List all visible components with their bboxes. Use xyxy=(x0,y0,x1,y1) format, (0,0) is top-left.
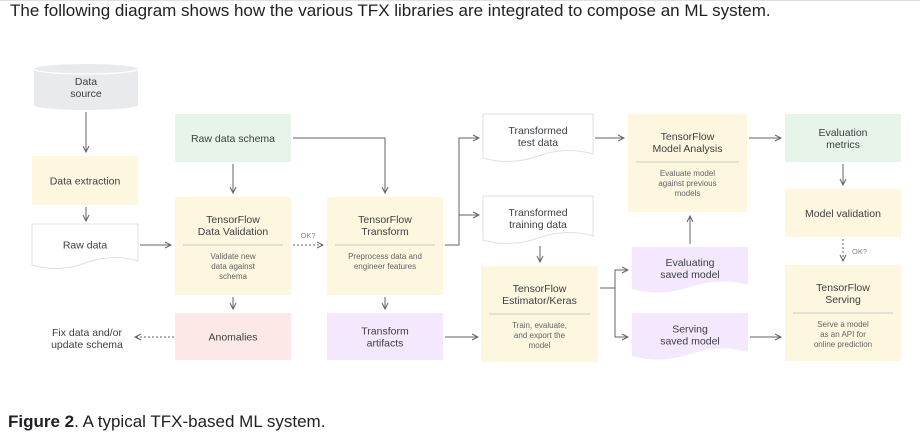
node-label: TensorFlow xyxy=(816,282,870,294)
top-divider xyxy=(0,0,920,1)
node-label: Fix data and/or xyxy=(52,327,123,339)
node-sublabel: as an API for xyxy=(820,330,866,339)
edge-estimator-evaluating xyxy=(600,270,628,289)
node-document-shape xyxy=(31,223,139,269)
node-document-shape xyxy=(632,313,748,360)
caption-text: . A typical TFX-based ML system. xyxy=(74,412,326,431)
ok-label-validation: OK? xyxy=(300,231,315,240)
node-label: Raw data xyxy=(63,240,108,252)
node-label: Transformed xyxy=(508,207,567,219)
node-box xyxy=(628,114,747,212)
ok-label-model: OK? xyxy=(852,247,867,256)
node-document-shape xyxy=(632,247,748,293)
node-sublabel: online prediction xyxy=(814,340,872,349)
node-label: Estimator/Keras xyxy=(502,295,577,307)
node-label: Serving xyxy=(825,294,861,306)
node-label: saved model xyxy=(660,336,720,348)
node-label: TensorFlow xyxy=(661,131,715,143)
node-box xyxy=(175,114,291,162)
node-data-extraction: Data extraction xyxy=(32,156,138,205)
node-anomalies: Anomalies xyxy=(175,313,291,360)
node-sublabel: Train, evaluate, xyxy=(512,321,567,330)
intro-text: The following diagram shows how the vari… xyxy=(10,1,771,20)
node-label: Data xyxy=(75,76,97,88)
figure-caption: Figure 2. A typical TFX-based ML system. xyxy=(8,412,325,432)
node-label: training data xyxy=(509,219,567,231)
node-label: Evaluation xyxy=(818,127,867,139)
node-label: Anomalies xyxy=(208,332,257,344)
node-label: TensorFlow xyxy=(358,214,412,226)
node-sublabel: against previous xyxy=(658,179,716,188)
node-label: Model validation xyxy=(805,208,881,220)
node-label: Serving xyxy=(672,324,708,336)
node-raw-data: Raw data xyxy=(31,223,139,269)
node-label: Transformed xyxy=(508,125,567,137)
node-sublabel: schema xyxy=(219,272,248,281)
node-box xyxy=(327,197,443,295)
node-label: Model Analysis xyxy=(652,143,722,155)
node-label: update schema xyxy=(51,339,123,351)
node-box xyxy=(175,197,291,295)
node-label: TensorFlow xyxy=(206,214,260,226)
node-label: artifacts xyxy=(367,338,404,350)
node-sublabel: engineer features xyxy=(354,262,416,271)
node-box xyxy=(327,313,443,360)
edge-schema-transform xyxy=(293,137,385,193)
cylinder-rim xyxy=(33,68,139,75)
node-sublabel: and export the xyxy=(514,331,566,340)
node-label: saved model xyxy=(660,269,720,281)
node-label: Evaluating xyxy=(665,257,714,269)
node-sublabel: Preprocess data and xyxy=(348,252,422,261)
node-cylinder-shape xyxy=(34,64,138,110)
node-model-validation: Model validation xyxy=(785,189,901,237)
node-sublabel: Serve a model xyxy=(817,320,869,329)
node-label: source xyxy=(70,88,102,100)
node-sublabel: Evaluate model xyxy=(660,169,715,178)
node-raw-data-schema: Raw data schema xyxy=(175,114,291,162)
node-label: Raw data schema xyxy=(191,133,275,145)
node-sublabel: models xyxy=(675,189,701,198)
node-label: Transform xyxy=(361,226,409,238)
node-box xyxy=(785,189,901,237)
node-document-shape xyxy=(482,113,594,162)
edge-transform-split xyxy=(445,138,479,246)
node-label: Data Validation xyxy=(198,226,269,238)
node-sublabel: model xyxy=(529,341,551,350)
node-label: Transform xyxy=(361,326,409,338)
node-sublabel: Validate new xyxy=(210,252,255,261)
edge-estimator-serving xyxy=(614,288,628,337)
node-label: metrics xyxy=(826,139,860,151)
node-document-shape xyxy=(482,195,594,244)
node-box xyxy=(32,156,138,205)
caption-label: Figure 2 xyxy=(8,412,75,431)
node-sublabel: data against xyxy=(211,262,255,271)
node-label: Data extraction xyxy=(50,176,121,188)
node-box xyxy=(175,313,291,360)
node-label: test data xyxy=(518,137,558,149)
node-label: TensorFlow xyxy=(513,283,567,295)
node-box xyxy=(785,114,901,162)
